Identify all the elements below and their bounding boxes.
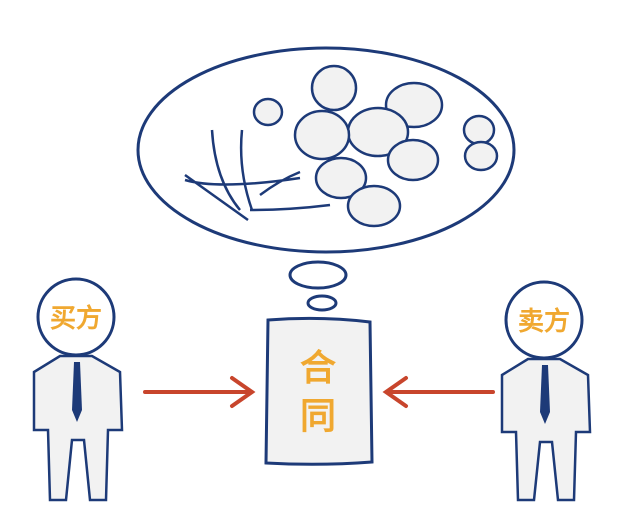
contract-document: 合 同 <box>264 316 374 466</box>
arrow-right-icon <box>143 376 256 408</box>
seller-figure: 卖方 <box>500 280 592 502</box>
buyer-label: 买方 <box>50 303 102 334</box>
arrow-left-icon <box>382 376 495 408</box>
contract-char-1: 合 <box>300 348 336 389</box>
seller-label: 卖方 <box>518 306 570 337</box>
buyer-figure: 买方 <box>32 277 124 502</box>
contract-char-2: 同 <box>300 396 336 437</box>
produce-icon <box>184 64 499 228</box>
